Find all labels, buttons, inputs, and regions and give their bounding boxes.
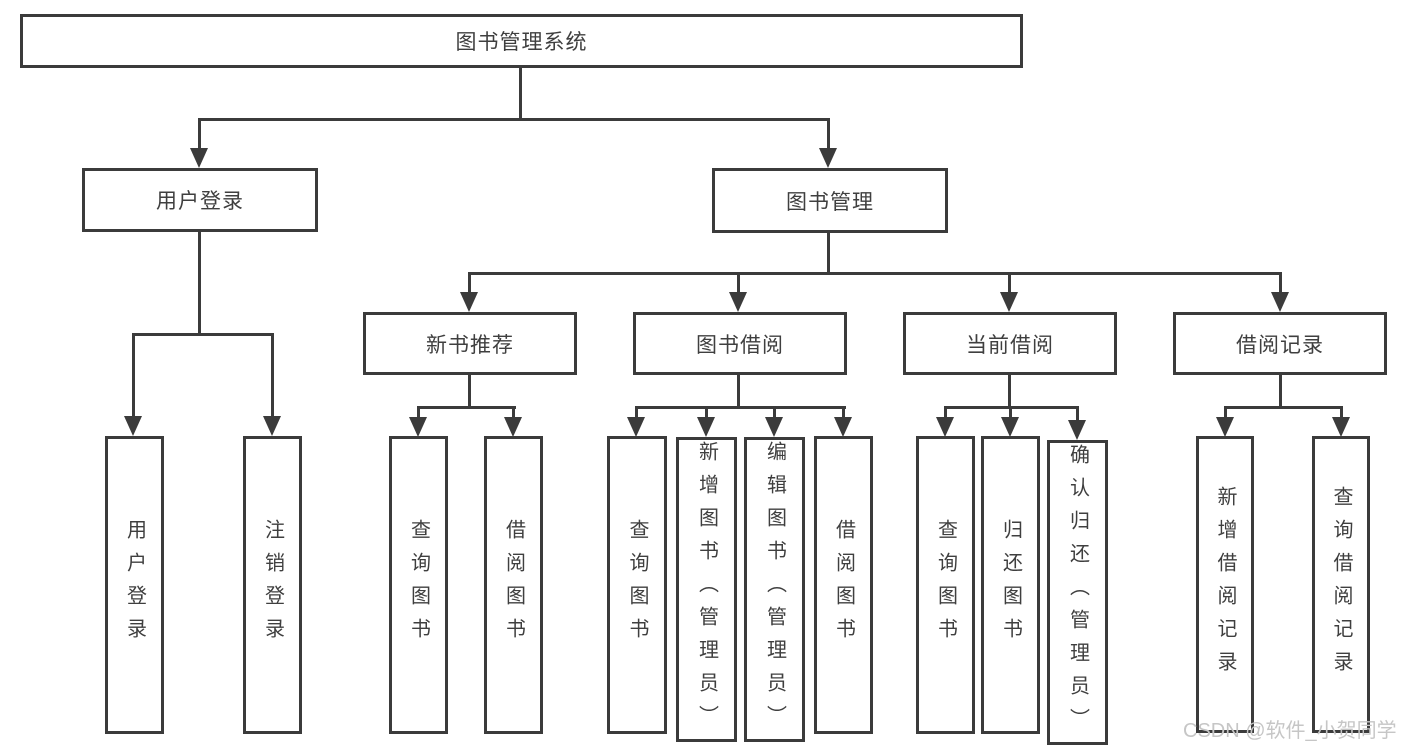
node-current-borrow: 当前借阅 <box>903 312 1117 375</box>
arrow-down-icon <box>834 417 852 437</box>
connector-group <box>417 406 516 409</box>
csdn-watermark: CSDN @软件_小贺同学 <box>1183 720 1397 742</box>
connector-stem <box>1008 375 1011 409</box>
connector-level2 <box>198 118 830 121</box>
connector-stub <box>1008 272 1011 294</box>
connector-group <box>1224 406 1343 409</box>
arrow-down-icon <box>124 416 142 436</box>
arrow-down-icon <box>697 417 715 437</box>
node-user-login-leaf: 用户登录 <box>105 436 164 734</box>
node-bb-add-books-admin: 新增图书（管理员） <box>676 437 737 742</box>
connector-stub <box>635 406 638 420</box>
node-cb-query-books: 查询图书 <box>916 436 975 734</box>
node-nb-query-books: 查询图书 <box>389 436 448 734</box>
arrow-down-icon <box>936 417 954 437</box>
connector-stub <box>132 333 135 416</box>
arrow-down-icon <box>627 417 645 437</box>
node-nb-borrow-books: 借阅图书 <box>484 436 543 734</box>
connector-stub <box>271 333 274 416</box>
connector-stub <box>944 406 947 420</box>
node-book-management: 图书管理 <box>712 168 948 233</box>
connector-level3 <box>468 272 1282 275</box>
node-bb-borrow-books: 借阅图书 <box>814 436 873 734</box>
connector-stem <box>1279 375 1282 409</box>
node-book-borrow: 图书借阅 <box>633 312 847 375</box>
connector-stub <box>1076 406 1079 423</box>
connector-stub <box>827 118 830 150</box>
arrow-down-icon <box>1271 292 1289 312</box>
node-library-system: 图书管理系统 <box>20 14 1023 68</box>
connector-stub <box>198 118 201 150</box>
connector-stub <box>1009 406 1012 420</box>
node-br-add-record: 新增借阅记录 <box>1196 436 1254 733</box>
connector-group <box>635 406 846 409</box>
connector-stub <box>417 406 420 420</box>
arrow-down-icon <box>504 417 522 437</box>
connector-stem <box>468 375 471 409</box>
node-user-login: 用户登录 <box>82 168 318 232</box>
arrow-down-icon <box>819 148 837 168</box>
connector-userlogin <box>132 333 274 336</box>
arrow-down-icon <box>729 292 747 312</box>
node-logout-leaf: 注销登录 <box>243 436 302 734</box>
connector-stem <box>737 375 740 409</box>
connector-stub <box>773 406 776 420</box>
connector-stub <box>705 406 708 420</box>
arrow-down-icon <box>1332 417 1350 437</box>
arrow-down-icon <box>765 417 783 437</box>
node-cb-confirm-return-admin: 确认归还（管理员） <box>1047 440 1108 745</box>
arrow-down-icon <box>1068 420 1086 440</box>
connector-userlogin-stem <box>198 232 201 336</box>
connector-stub <box>1279 272 1282 294</box>
arrow-down-icon <box>1000 292 1018 312</box>
arrow-down-icon <box>1001 417 1019 437</box>
connector-stub <box>468 272 471 294</box>
node-cb-return-books: 归还图书 <box>981 436 1040 734</box>
connector-stub <box>512 406 515 420</box>
node-br-query-record: 查询借阅记录 <box>1312 436 1370 733</box>
connector-stub <box>1340 406 1343 420</box>
arrow-down-icon <box>190 148 208 168</box>
connector-stub <box>1224 406 1227 420</box>
connector-root-stem <box>519 68 522 120</box>
connector-stub <box>737 272 740 294</box>
arrow-down-icon <box>263 416 281 436</box>
arrow-down-icon <box>460 292 478 312</box>
node-bb-edit-books-admin: 编辑图书（管理员） <box>744 437 805 742</box>
node-bb-query-books: 查询图书 <box>607 436 667 734</box>
arrow-down-icon <box>409 417 427 437</box>
node-borrow-records: 借阅记录 <box>1173 312 1387 375</box>
connector-bookmgmt-stem <box>827 233 830 274</box>
arrow-down-icon <box>1216 417 1234 437</box>
node-new-book-recommend: 新书推荐 <box>363 312 577 375</box>
connector-stub <box>842 406 845 420</box>
